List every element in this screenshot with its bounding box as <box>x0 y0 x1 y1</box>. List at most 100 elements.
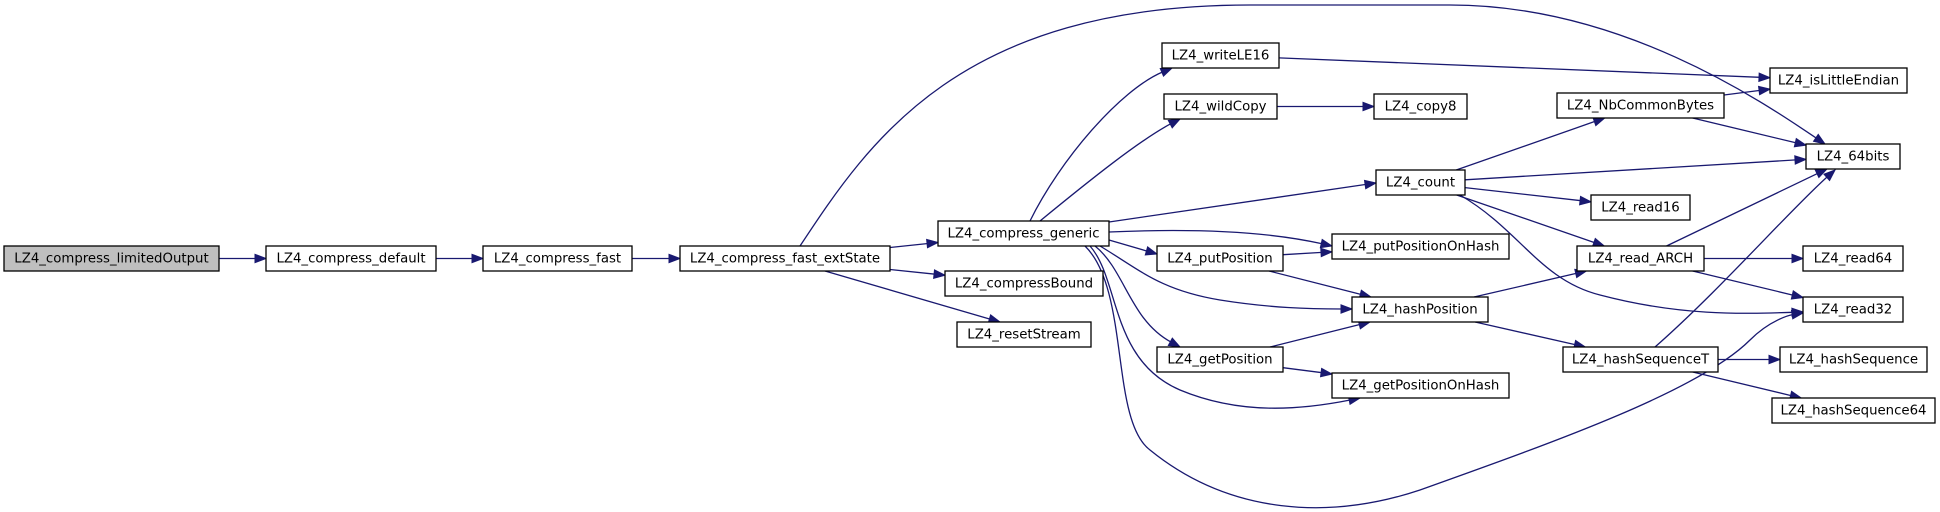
node-label[interactable]: LZ4_hashSequence <box>1789 353 1918 368</box>
node-label[interactable]: LZ4_resetStream <box>967 328 1080 343</box>
node-label[interactable]: LZ4_64bits <box>1817 150 1890 165</box>
edge-hashSequenceT-to-hashSequence64 <box>1692 371 1803 401</box>
node-read_ARCH[interactable]: LZ4_read_ARCH <box>1576 245 1705 272</box>
node-box[interactable] <box>679 245 891 272</box>
node-label[interactable]: LZ4_hashSequence64 <box>1780 404 1926 419</box>
edge-line <box>1282 251 1323 256</box>
node-box[interactable] <box>1562 346 1719 373</box>
node-label[interactable]: LZ4_read16 <box>1601 201 1680 216</box>
node-label[interactable]: LZ4_wildCopy <box>1174 100 1266 115</box>
edge-compress_generic-to-writeLE16 <box>1029 67 1174 222</box>
node-getPosition[interactable]: LZ4_getPosition <box>1156 346 1284 373</box>
node-box[interactable] <box>1375 169 1466 196</box>
node-label[interactable]: LZ4_hashPosition <box>1362 303 1477 318</box>
node-NbCommonBytes[interactable]: LZ4_NbCommonBytes <box>1556 92 1725 119</box>
node-label[interactable]: LZ4_read_ARCH <box>1588 252 1693 267</box>
arrow-head-icon <box>926 238 940 249</box>
node-label[interactable]: LZ4_writeLE16 <box>1172 49 1270 64</box>
node-wildCopy[interactable]: LZ4_wildCopy <box>1163 93 1278 120</box>
edge-line <box>1084 245 1794 509</box>
node-box[interactable] <box>1331 372 1510 399</box>
node-box[interactable] <box>1156 245 1284 272</box>
node-box[interactable] <box>1351 296 1489 323</box>
node-label[interactable]: LZ4_putPosition <box>1167 252 1272 267</box>
node-label[interactable]: LZ4_compress_generic <box>947 227 1099 242</box>
edge-line <box>889 242 929 249</box>
edge-line <box>1282 367 1323 374</box>
arrow-head-icon <box>1758 72 1772 83</box>
node-label[interactable]: LZ4_copy8 <box>1385 100 1457 115</box>
node-getPositionOnHash[interactable]: LZ4_getPositionOnHash <box>1331 372 1510 399</box>
node-label[interactable]: LZ4_compress_fast_extState <box>690 252 880 267</box>
edge-hashPosition-to-hashSequenceT <box>1474 321 1587 350</box>
node-copy8[interactable]: LZ4_copy8 <box>1373 93 1468 120</box>
node-box[interactable] <box>1161 42 1280 69</box>
edge-writeLE16-to-isLittleEndian <box>1278 57 1772 83</box>
node-putPosition[interactable]: LZ4_putPosition <box>1156 245 1284 272</box>
node-box[interactable] <box>1769 67 1908 94</box>
node-label[interactable]: LZ4_compress_limitedOutput <box>14 252 208 267</box>
node-hashSequence[interactable]: LZ4_hashSequence <box>1779 346 1928 373</box>
node-box[interactable] <box>1156 346 1284 373</box>
node-fast_extState[interactable]: LZ4_compress_fast_extState <box>679 245 891 272</box>
node-compress_default[interactable]: LZ4_compress_default <box>265 245 437 272</box>
node-label[interactable]: LZ4_read32 <box>1814 303 1893 318</box>
node-box[interactable] <box>1373 93 1468 120</box>
node-box[interactable] <box>1556 92 1725 119</box>
edge-line <box>1464 186 1582 202</box>
node-compress_generic[interactable]: LZ4_compress_generic <box>937 220 1110 247</box>
node-box[interactable] <box>937 220 1110 247</box>
node-writeLE16[interactable]: LZ4_writeLE16 <box>1161 42 1280 69</box>
node-box[interactable] <box>944 270 1104 297</box>
node-putPositionOnHash[interactable]: LZ4_putPositionOnHash <box>1331 233 1510 260</box>
node-label[interactable]: LZ4_hashSequenceT <box>1572 353 1710 368</box>
node-box[interactable] <box>1576 245 1705 272</box>
edge-count-to-read32 <box>1459 194 1805 318</box>
node-label[interactable]: LZ4_getPositionOnHash <box>1342 379 1500 394</box>
node-box[interactable] <box>1805 143 1901 170</box>
node-box[interactable] <box>1331 233 1510 260</box>
node-label[interactable]: LZ4_putPositionOnHash <box>1342 240 1500 255</box>
node-box[interactable] <box>1802 296 1904 323</box>
node-box[interactable] <box>1163 93 1278 120</box>
arrow-head-icon <box>933 269 947 279</box>
edge-count-to-NbCommonBytes <box>1455 117 1607 171</box>
node-read32[interactable]: LZ4_read32 <box>1802 296 1904 323</box>
edge-count-to-64bits <box>1464 155 1808 181</box>
node-resetStream[interactable]: LZ4_resetStream <box>956 321 1092 348</box>
node-box[interactable] <box>1590 194 1691 221</box>
node-label[interactable]: LZ4_compressBound <box>955 277 1093 292</box>
node-box[interactable] <box>265 245 437 272</box>
node-hashSequence64[interactable]: LZ4_hashSequence64 <box>1771 397 1936 424</box>
edge-line <box>799 4 1818 247</box>
node-box[interactable] <box>1771 397 1936 424</box>
node-read16[interactable]: LZ4_read16 <box>1590 194 1691 221</box>
node-box[interactable] <box>1802 245 1904 272</box>
node-hashSequenceT[interactable]: LZ4_hashSequenceT <box>1562 346 1719 373</box>
node-box[interactable] <box>1779 346 1928 373</box>
edge-count-to-read16 <box>1464 186 1593 206</box>
node-box[interactable] <box>3 245 220 272</box>
node-label[interactable]: LZ4_read64 <box>1814 252 1893 267</box>
edge-wildCopy-to-copy8 <box>1277 101 1376 112</box>
node-count[interactable]: LZ4_count <box>1375 169 1466 196</box>
node-label[interactable]: LZ4_count <box>1386 176 1455 191</box>
node-64bits[interactable]: LZ4_64bits <box>1805 143 1901 170</box>
node-hashPosition[interactable]: LZ4_hashPosition <box>1351 296 1489 323</box>
node-read64[interactable]: LZ4_read64 <box>1802 245 1904 272</box>
arrow-head-icon <box>668 253 682 264</box>
node-label[interactable]: LZ4_NbCommonBytes <box>1567 99 1714 114</box>
node-compress_fast[interactable]: LZ4_compress_fast <box>482 245 633 272</box>
node-isLittleEndian[interactable]: LZ4_isLittleEndian <box>1769 67 1908 94</box>
node-limitedOutput[interactable]: LZ4_compress_limitedOutput <box>3 245 220 272</box>
node-label[interactable]: LZ4_compress_default <box>276 252 425 267</box>
node-box[interactable] <box>956 321 1092 348</box>
node-compressBound[interactable]: LZ4_compressBound <box>944 270 1104 297</box>
node-label[interactable]: LZ4_compress_fast <box>494 252 621 267</box>
edge-fast_extState-to-compress_generic <box>889 238 940 249</box>
edge-compress_generic-to-count <box>1108 179 1378 223</box>
node-box[interactable] <box>482 245 633 272</box>
node-label[interactable]: LZ4_isLittleEndian <box>1778 74 1899 89</box>
node-label[interactable]: LZ4_getPosition <box>1167 353 1272 368</box>
edge-fast_extState-to-compressBound <box>889 268 947 279</box>
